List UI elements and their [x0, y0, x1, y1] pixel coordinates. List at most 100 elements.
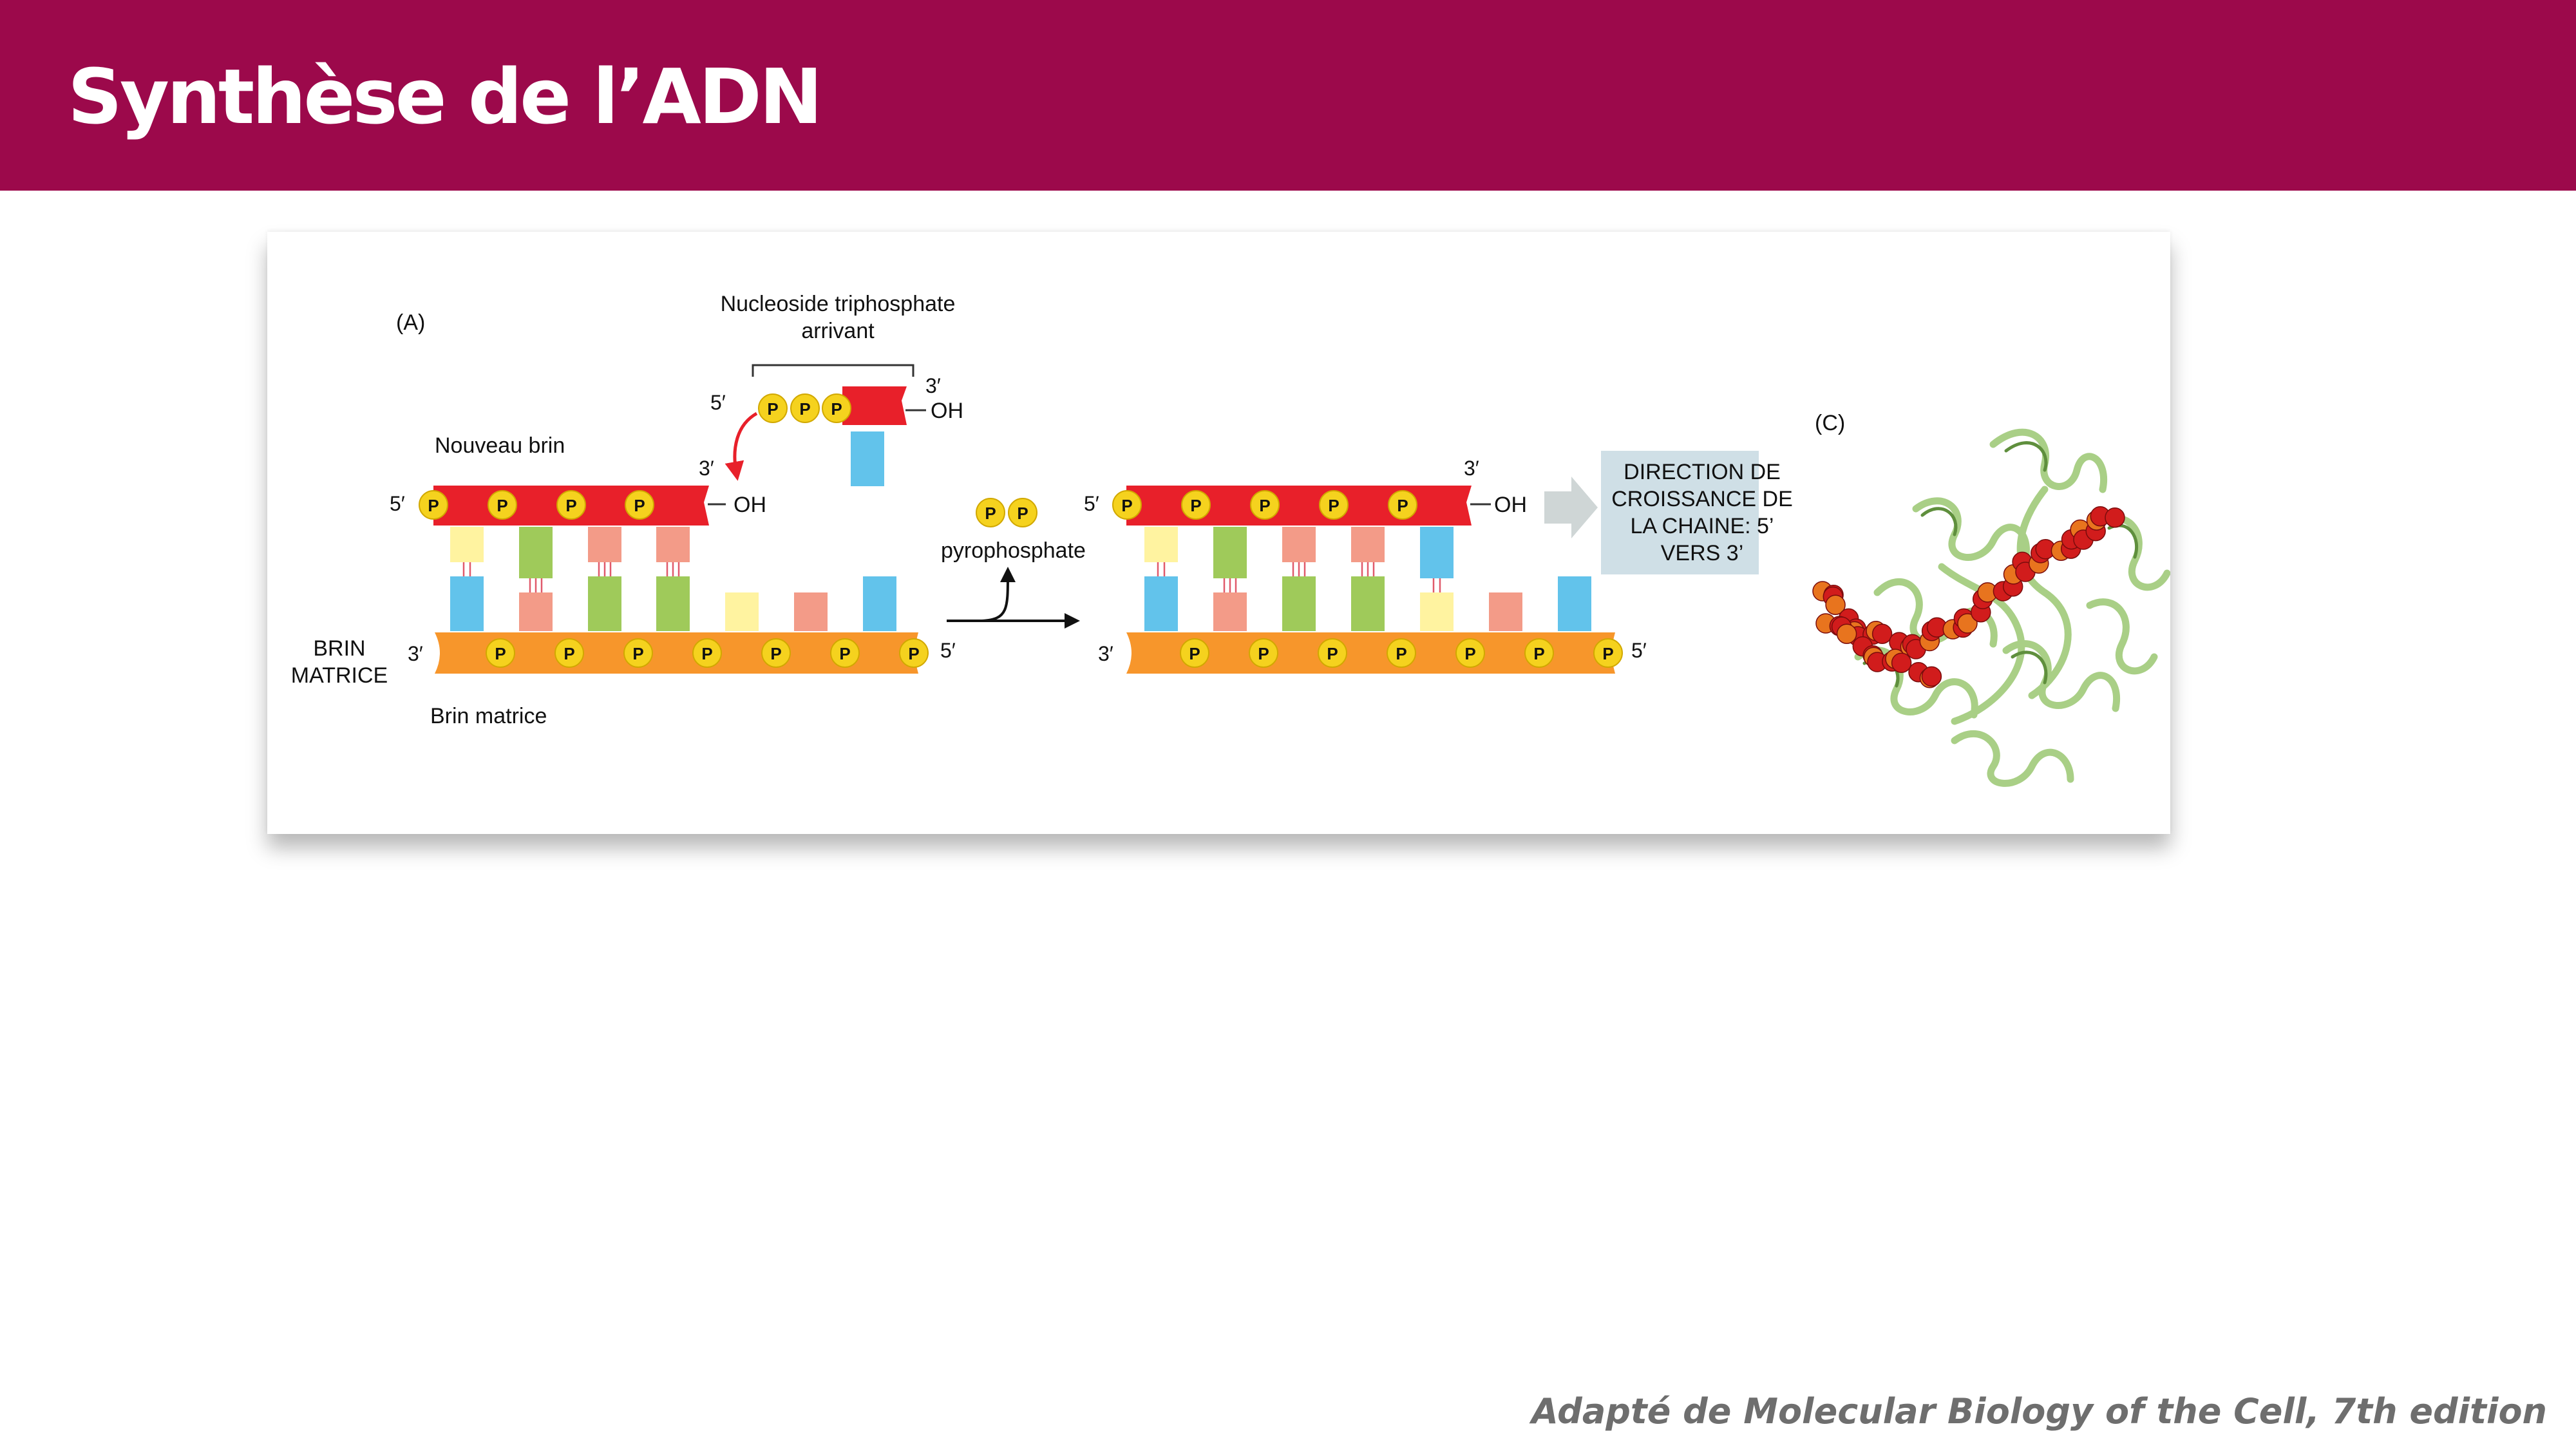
- dna-atoms: [1812, 506, 2125, 688]
- protein-ribbon: [1854, 428, 2170, 787]
- direction-line-3: LA CHAINE: 5’: [1631, 514, 1774, 538]
- direction-line-1: DIRECTION DE: [1624, 460, 1781, 484]
- base-pair-1: [450, 527, 484, 631]
- dna-atom: [1871, 623, 1893, 644]
- a-template-5-prime: 5′: [940, 639, 956, 662]
- new-phosphate-2: P: [488, 490, 517, 520]
- dna-atom: [2105, 507, 2125, 528]
- dna-atom: [1921, 666, 1942, 687]
- new-strand-after: OH P P P P P: [1112, 486, 1527, 526]
- incoming-sugar: [842, 386, 907, 425]
- template-phosphate-after-2: P: [1249, 638, 1278, 668]
- pyrophosphate-release-arrow: [981, 567, 1016, 622]
- new-phosphate-4: P: [625, 490, 654, 520]
- base-pair-after-7: [1558, 576, 1591, 631]
- base-pair-3: [588, 527, 621, 631]
- template-phosphate-4: P: [692, 638, 722, 668]
- svg-text:P: P: [565, 496, 576, 515]
- svg-text:P: P: [908, 644, 919, 663]
- pyrophosphate: P P: [976, 498, 1037, 527]
- svg-text:P: P: [1464, 644, 1475, 663]
- new-phosphate-1: P: [419, 490, 448, 520]
- svg-text:P: P: [1397, 496, 1408, 515]
- svg-text:P: P: [634, 496, 645, 515]
- svg-text:P: P: [831, 399, 842, 419]
- template-phosphate-7: P: [899, 638, 929, 668]
- template-phosphate-5: P: [761, 638, 791, 668]
- a-new-strand-5-prime: 5′: [390, 492, 405, 515]
- new-phosphate-after-5: P: [1388, 490, 1417, 520]
- template-phosphate-after-6: P: [1524, 638, 1554, 668]
- new-phosphate-after-1: P: [1112, 490, 1142, 520]
- svg-text:P: P: [770, 644, 781, 663]
- nucleophilic-attack-arrow: [724, 412, 758, 481]
- svg-text:P: P: [799, 399, 810, 419]
- dna-atom: [1836, 623, 1857, 644]
- base-pair-after-6: [1489, 592, 1522, 631]
- a-template-3-prime: 3′: [408, 642, 423, 665]
- dna-atom: [1825, 594, 1846, 615]
- base-pair-6: [794, 592, 828, 631]
- template-phosphate-after-7: P: [1593, 638, 1623, 668]
- b-template-3-prime: 3′: [1098, 642, 1113, 665]
- incoming-base-blue: [851, 431, 884, 486]
- template-strand-side-label-line1: BRIN: [313, 636, 365, 661]
- new-phosphate-after-2: P: [1181, 490, 1211, 520]
- base-pair-5: [725, 592, 759, 631]
- base-pair-after-1: [1144, 527, 1178, 631]
- svg-text:P: P: [1602, 644, 1613, 663]
- base-pairs-before: [450, 527, 896, 631]
- direction-arrow: [1544, 477, 1598, 538]
- template-phosphate-1: P: [486, 638, 515, 668]
- direction-line-4: VERS 3’: [1661, 541, 1744, 565]
- template-phosphate-6: P: [830, 638, 860, 668]
- a-new-strand-3-prime: 3′: [699, 457, 714, 480]
- svg-text:P: P: [1189, 644, 1200, 663]
- svg-text:P: P: [428, 496, 439, 515]
- svg-text:P: P: [1190, 496, 1201, 515]
- svg-text:P: P: [1017, 504, 1028, 523]
- b-new-strand-hydroxyl: OH: [1494, 493, 1527, 517]
- growth-direction-box: DIRECTION DE CROISSANCE DE LA CHAINE: 5’…: [1601, 451, 1793, 574]
- svg-text:P: P: [497, 496, 507, 515]
- title-banner: Synthèse de l’ADN: [0, 0, 2576, 191]
- panel-c-label: (C): [1815, 411, 1845, 435]
- new-strand-label: Nouveau brin: [435, 433, 565, 458]
- template-phosphate-after-4: P: [1387, 638, 1416, 668]
- svg-text:P: P: [1121, 496, 1132, 515]
- new-phosphate-after-3: P: [1250, 490, 1280, 520]
- svg-text:P: P: [495, 644, 506, 663]
- svg-text:P: P: [839, 644, 850, 663]
- source-credit: Adapté de Molecular Biology of the Cell,…: [1531, 1391, 2547, 1432]
- svg-text:P: P: [1259, 496, 1270, 515]
- slide-title: Synthèse de l’ADN: [68, 52, 823, 141]
- figure-panel: (A) Nucleoside triphosphate arrivant Nou…: [267, 232, 2170, 834]
- incoming-triphosphate: P P P: [758, 393, 851, 423]
- incoming-5-prime: 5′: [710, 391, 726, 414]
- svg-text:P: P: [1327, 644, 1338, 663]
- template-phosphate-after-5: P: [1455, 638, 1485, 668]
- base-pairs-after: [1144, 527, 1591, 631]
- svg-text:P: P: [701, 644, 712, 663]
- new-phosphate-after-4: P: [1319, 490, 1349, 520]
- dna-atom: [1891, 652, 1912, 673]
- svg-text:P: P: [1396, 644, 1406, 663]
- base-pair-2: [519, 527, 553, 631]
- incoming-nucleotide: OH P P P: [758, 386, 963, 486]
- base-pair-7: [863, 576, 896, 631]
- svg-text:P: P: [985, 504, 996, 523]
- incoming-hydroxyl: OH: [931, 399, 963, 423]
- incoming-nucleotide-bracket: [752, 364, 914, 377]
- panel-a-label: (A): [396, 310, 425, 335]
- template-phosphate-2: P: [554, 638, 584, 668]
- base-pair-after-3: [1282, 527, 1316, 631]
- b-new-strand-5-prime: 5′: [1084, 492, 1099, 515]
- dna-polymerase-structure: [1812, 428, 2170, 787]
- dna-synthesis-diagram: (A) Nucleoside triphosphate arrivant Nou…: [291, 292, 2170, 787]
- base-pair-4: [656, 527, 690, 631]
- new-phosphate-3: P: [556, 490, 586, 520]
